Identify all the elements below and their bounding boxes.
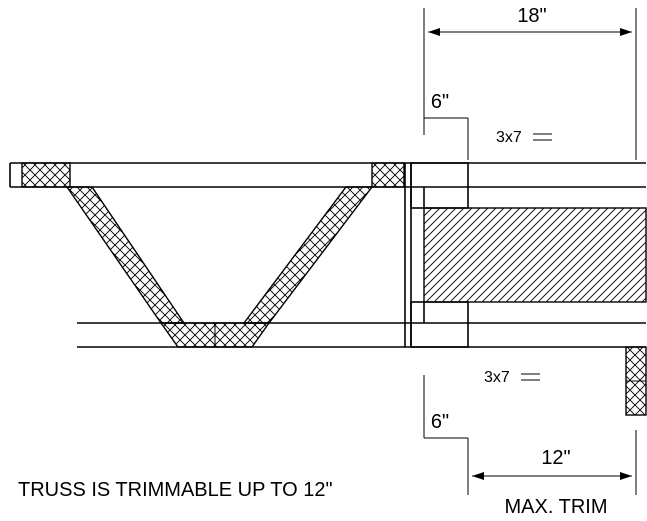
bottom-plate-label-group: 3x7 bbox=[484, 369, 540, 386]
bearing-block bbox=[625, 346, 647, 416]
top-offset-label: 6" bbox=[431, 91, 449, 113]
web-left-diagonal bbox=[65, 186, 186, 324]
bottom-plate-label: 3x7 bbox=[484, 369, 510, 386]
web-right-diagonal bbox=[242, 186, 374, 324]
dimension-bottom-offset: 6" bbox=[423, 375, 469, 495]
end-verticals bbox=[404, 163, 412, 347]
trim-zone-hatch bbox=[423, 207, 647, 303]
top-plate-label: 3x7 bbox=[496, 129, 522, 146]
top-plate-label-group: 3x7 bbox=[496, 129, 552, 146]
trim-dimension-label: 12" bbox=[541, 447, 570, 469]
trim-caption: MAX. TRIM bbox=[505, 496, 608, 518]
overall-dimension-label: 18" bbox=[517, 5, 546, 27]
trim-note: TRUSS IS TRIMMABLE UP TO 12" bbox=[18, 479, 333, 501]
top-plate bbox=[410, 162, 469, 209]
top-chord-hatch-left bbox=[21, 162, 71, 188]
top-chord bbox=[9, 162, 646, 188]
bottom-offset-label: 6" bbox=[431, 411, 449, 433]
top-chord-hatch-right bbox=[371, 162, 405, 188]
bottom-plate bbox=[410, 301, 469, 348]
dimension-overall: 18" bbox=[423, 5, 637, 160]
bottom-chord bbox=[77, 322, 646, 348]
dimension-max-trim: 12" MAX. TRIM bbox=[472, 430, 637, 518]
dimension-top-offset: 6" bbox=[423, 91, 469, 160]
